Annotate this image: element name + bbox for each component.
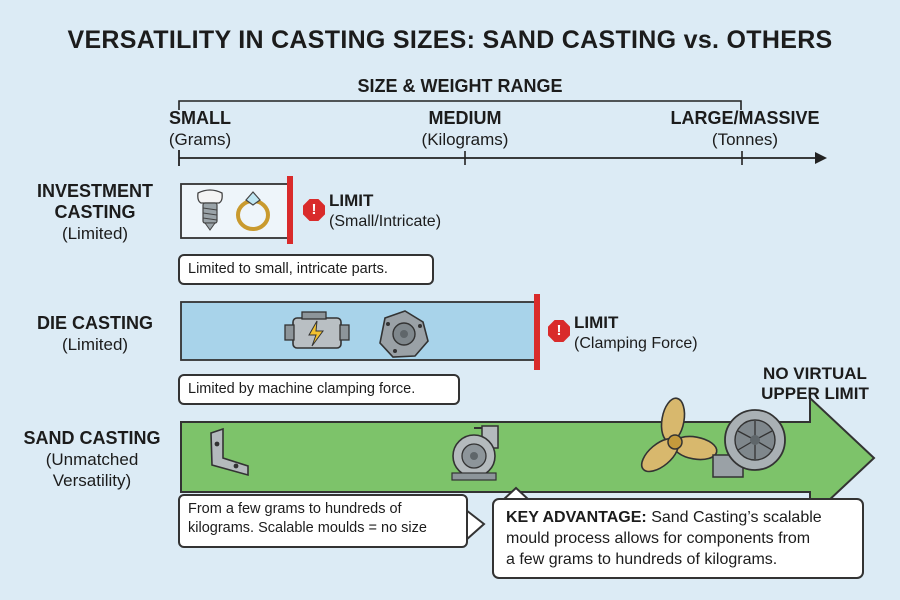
tick-label-medium: MEDIUM (Kilograms) <box>400 108 530 150</box>
scale-arrowhead <box>815 152 827 164</box>
tick-large-sub: (Tonnes) <box>711 130 779 149</box>
die-limit-badge: ! <box>548 320 570 342</box>
scale-title: SIZE & WEIGHT RANGE <box>357 76 563 96</box>
tick-medium-sub: (Kilograms) <box>421 130 509 149</box>
tick-label-small: SMALL (Grams) <box>150 108 250 150</box>
investment-limit-sub: (Small/Intricate) <box>329 213 442 230</box>
die-note: Limited by machine clamping force. <box>178 374 460 405</box>
tick-small-label: SMALL <box>169 108 231 128</box>
scale-bracket <box>178 100 742 110</box>
die-limit-line <box>534 294 540 370</box>
sand-sub-2: Versatility) <box>52 471 132 490</box>
no-upper-limit-label: NO VIRTUAL UPPER LIMIT <box>740 364 890 404</box>
tick-large-label: LARGE/MASSIVE <box>670 108 820 128</box>
die-limit-title: LIMIT <box>574 313 619 332</box>
sand-arrow <box>180 395 876 521</box>
investment-bar <box>180 183 291 239</box>
investment-note: Limited to small, intricate parts. <box>178 254 434 285</box>
sand-note: From a few grams to hundreds of kilogram… <box>178 494 468 548</box>
engine-icon <box>284 311 350 349</box>
sand-note-line1: From a few grams to hundreds of <box>188 501 402 517</box>
pump-housing-icon <box>451 425 499 481</box>
key-advantage-text3: a few grams to hundreds of kilograms. <box>506 551 778 568</box>
bracket-icon <box>210 427 249 477</box>
tick-label-large: LARGE/MASSIVE (Tonnes) <box>650 108 840 150</box>
key-advantage-text1: Sand Casting’s scalable <box>646 509 822 526</box>
investment-limit-title: LIMIT <box>329 191 374 210</box>
turbine-icon <box>712 409 786 478</box>
investment-label-2: CASTING <box>54 202 136 222</box>
sand-note-pointer <box>465 507 486 543</box>
investment-limit-badge: ! <box>303 199 325 221</box>
investment-limit-line <box>287 176 293 244</box>
row-label-sand: SAND CASTING (Unmatched Versatility) <box>12 428 172 491</box>
no-limit-line1: NO VIRTUAL <box>763 364 867 383</box>
gear-housing-icon <box>379 310 429 358</box>
propeller-icon <box>640 397 718 473</box>
row-label-investment: INVESTMENT CASTING (Limited) <box>20 181 170 244</box>
tick-small-sub: (Grams) <box>168 130 232 149</box>
sand-note-line2: kilograms. Scalable moulds = no size <box>188 520 427 536</box>
die-label: DIE CASTING <box>36 313 153 333</box>
tick-medium-label: MEDIUM <box>428 108 502 128</box>
investment-limit: LIMIT (Small/Intricate) <box>329 191 489 232</box>
die-limit-sub: (Clamping Force) <box>574 335 698 352</box>
investment-sub: (Limited) <box>61 224 129 243</box>
key-advantage-text2: mould process allows for components from <box>506 530 811 547</box>
die-limit: LIMIT (Clamping Force) <box>574 313 734 354</box>
die-sub: (Limited) <box>61 335 129 354</box>
die-bar <box>180 301 538 361</box>
sand-label: SAND CASTING <box>23 428 161 448</box>
investment-label: INVESTMENT <box>36 181 153 201</box>
key-advantage-box: KEY ADVANTAGE: Sand Casting’s scalable m… <box>492 498 864 579</box>
sand-sub: (Unmatched <box>45 450 139 469</box>
page-title: VERSATILITY IN CASTING SIZES: SAND CASTI… <box>67 26 833 54</box>
dental-implant-icon <box>197 189 223 231</box>
no-limit-line2: UPPER LIMIT <box>761 384 869 403</box>
key-advantage-label: KEY ADVANTAGE: <box>506 509 647 526</box>
ring-icon <box>236 191 270 231</box>
row-label-die: DIE CASTING (Limited) <box>20 313 170 355</box>
